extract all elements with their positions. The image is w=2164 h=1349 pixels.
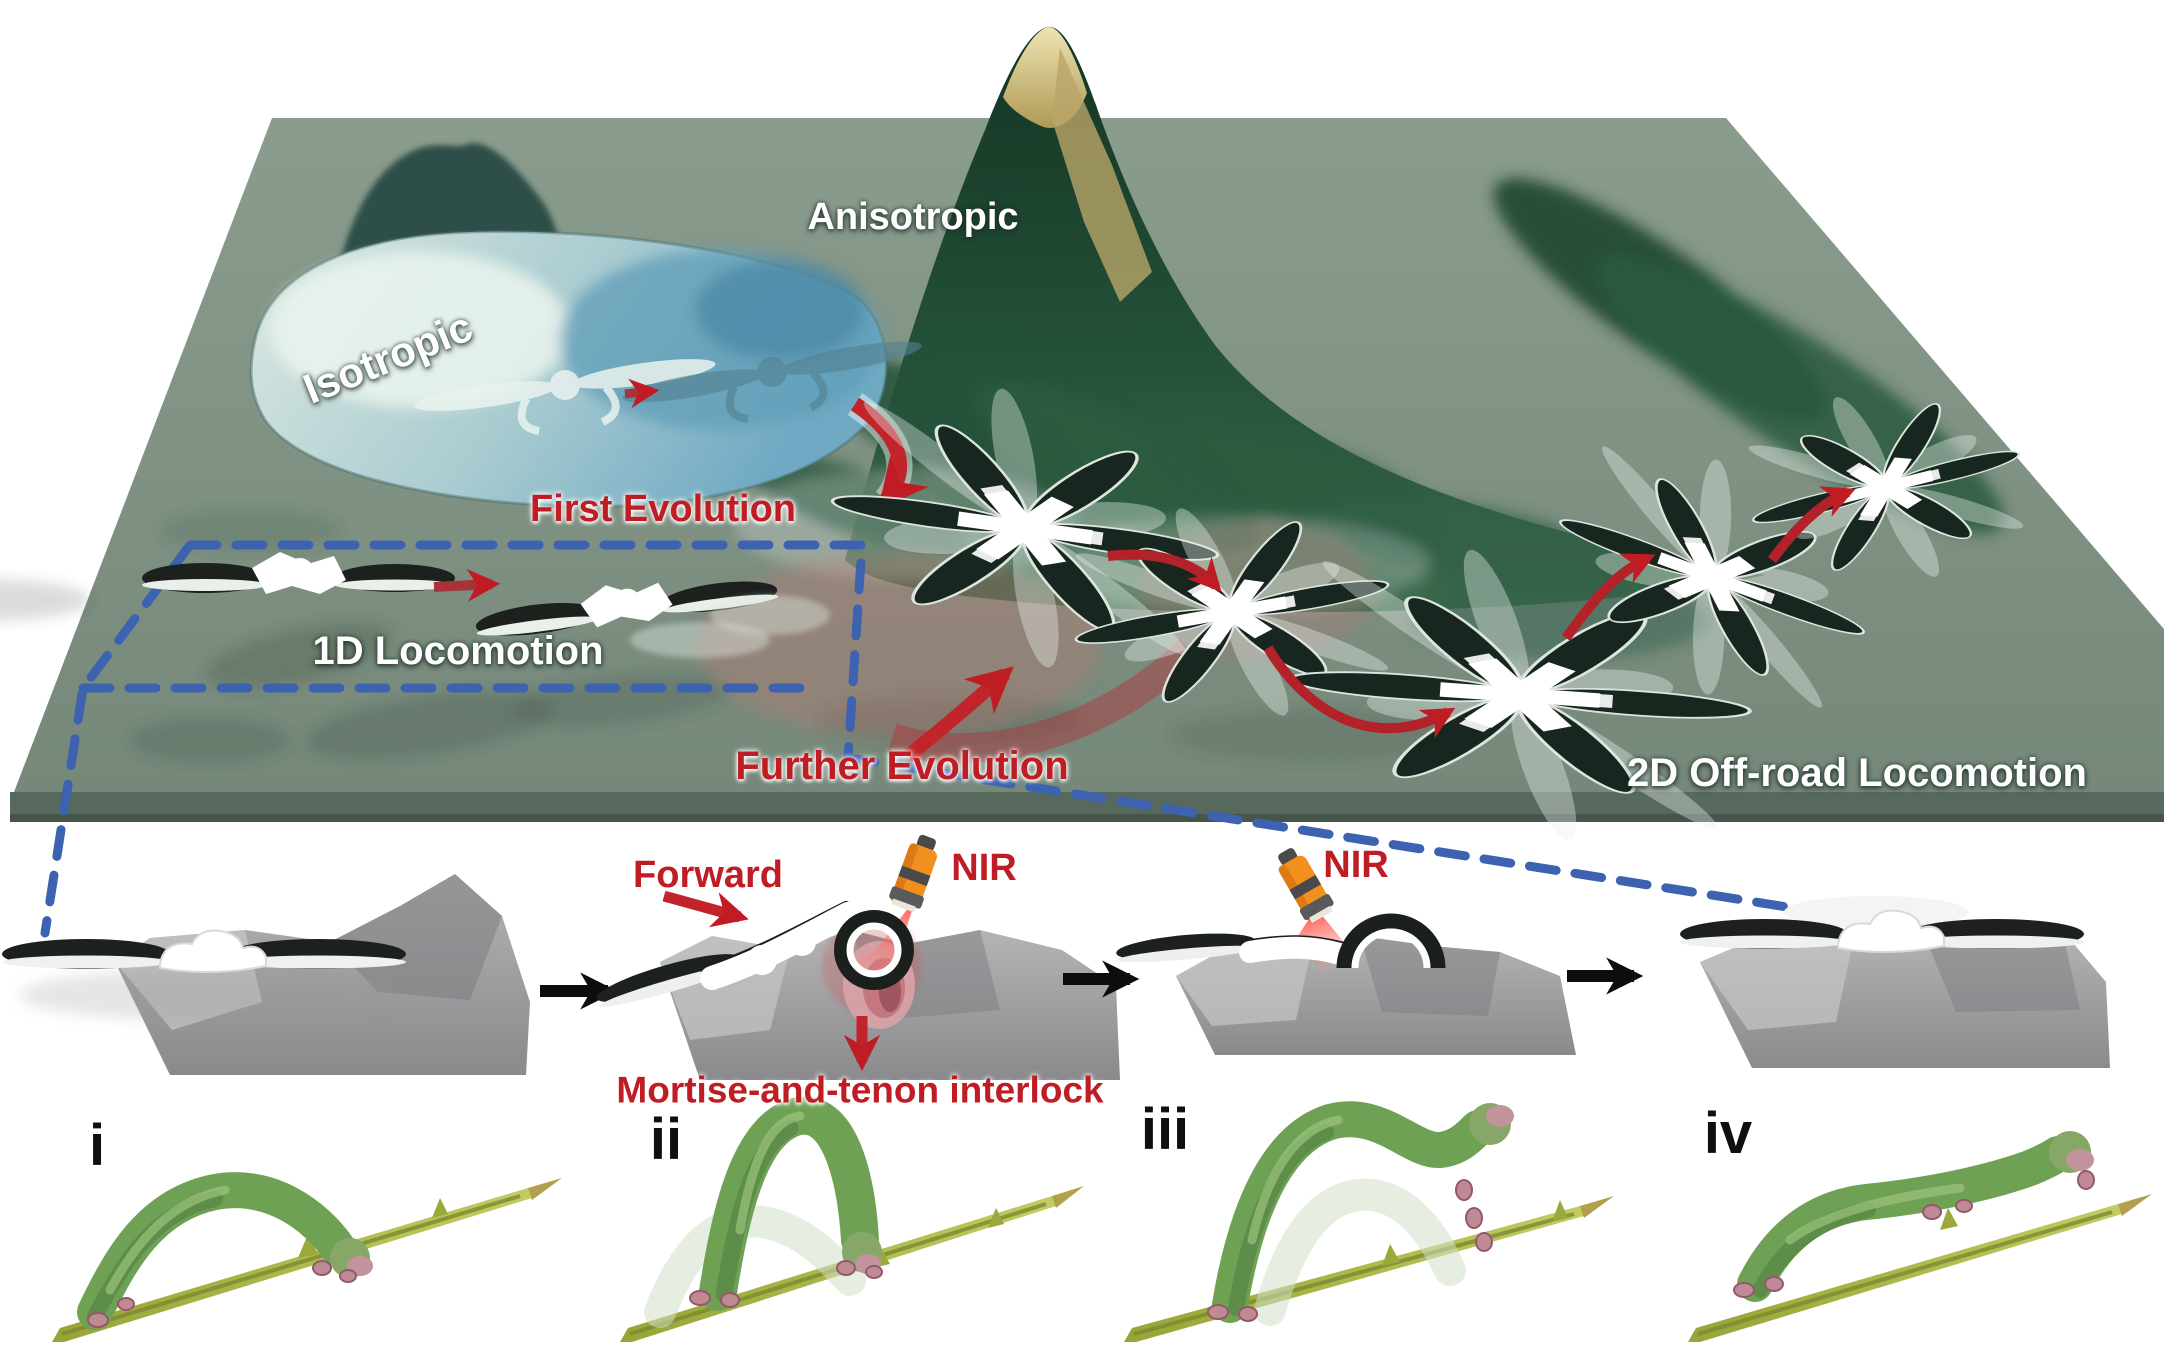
detail-panel-3 bbox=[1116, 842, 1576, 1055]
caterpillar-4 bbox=[1733, 1131, 2095, 1302]
label-step-iv: iv bbox=[1703, 1101, 1753, 1166]
label-2d-offroad-locomotion: 2D Off-road Locomotion bbox=[1627, 751, 2087, 795]
detail-robot-flat-2 bbox=[1679, 909, 2085, 954]
caterpillar-panel-4 bbox=[1688, 1131, 2152, 1342]
caterpillar-3-ghost bbox=[1254, 1178, 1466, 1326]
detail-robot-arch bbox=[1116, 913, 1446, 969]
locomotion-1d-arrow-icon bbox=[433, 568, 501, 602]
nir-flashlight-icon-1 bbox=[886, 831, 945, 915]
caterpillar-panel-3 bbox=[1124, 1101, 1614, 1342]
label-1d-locomotion: 1D Locomotion bbox=[312, 629, 604, 673]
label-first-evolution: First Evolution bbox=[530, 488, 796, 530]
detail-robot-climb bbox=[596, 901, 914, 1007]
label-step-iii: iii bbox=[1140, 1097, 1190, 1162]
detail-panel-4 bbox=[1679, 896, 2110, 1068]
label-anisotropic: Anisotropic bbox=[807, 196, 1019, 238]
pond-motion-arrow-icon bbox=[624, 378, 660, 409]
caterpillar-2-ghost bbox=[644, 1205, 866, 1328]
label-step-ii: ii bbox=[649, 1107, 683, 1172]
caterpillar-1 bbox=[77, 1172, 373, 1330]
further-evolution-arrow-icon bbox=[903, 666, 1014, 762]
flower-path-arrows bbox=[1107, 486, 1856, 739]
label-nir-1: NIR bbox=[951, 847, 1017, 889]
dashed-callout bbox=[40, 540, 1918, 938]
first-evolution-arrow-icon bbox=[850, 397, 929, 510]
caterpillar-panel-2 bbox=[620, 1096, 1084, 1342]
pond bbox=[249, 230, 929, 509]
label-further-evolution: Further Evolution bbox=[735, 744, 1069, 788]
forward-arrow-icon bbox=[662, 890, 749, 928]
caterpillar-3 bbox=[1207, 1101, 1514, 1323]
detail-panel-1 bbox=[1, 874, 530, 1075]
detail-panel-2 bbox=[596, 831, 1120, 1080]
label-step-i: i bbox=[88, 1113, 106, 1178]
label-forward: Forward bbox=[633, 854, 783, 896]
label-mortise-interlock: Mortise-and-tenon interlock bbox=[616, 1069, 1104, 1111]
robot-back-petal bbox=[1784, 896, 1968, 928]
caterpillar-panel-1 bbox=[52, 1172, 562, 1342]
label-nir-2: NIR bbox=[1323, 844, 1389, 886]
caterpillar-2 bbox=[689, 1096, 883, 1311]
